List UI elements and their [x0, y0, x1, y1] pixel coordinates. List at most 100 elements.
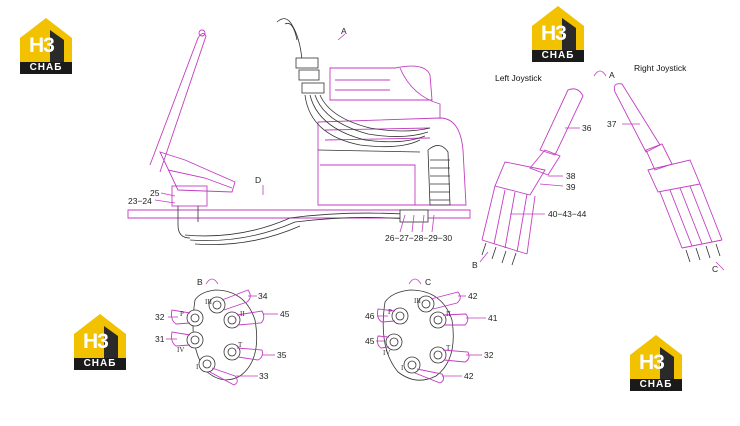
pedal	[159, 151, 236, 193]
lead-25	[160, 192, 176, 197]
callout-b31: 31	[155, 334, 165, 344]
view-b-plate	[166, 289, 278, 386]
logo-name: CHAБ	[74, 358, 126, 370]
callout-36: 36	[582, 123, 592, 133]
callout-c45: 45	[365, 336, 375, 346]
view-c-outline	[382, 289, 454, 381]
view-c-title: C	[425, 277, 431, 287]
view-label-a-joystick: A	[609, 70, 615, 80]
logo-house-icon	[74, 314, 126, 358]
logo-mark: H3	[83, 330, 109, 353]
callout-38: 38	[566, 171, 576, 181]
left-joystick-bottom	[481, 239, 528, 255]
view-b-port-i	[198, 355, 238, 386]
right-joystick-boot	[645, 143, 673, 171]
view-b-port-iii	[208, 289, 251, 314]
left-joystick-flange	[494, 161, 546, 196]
view-c-port-iii	[417, 291, 461, 313]
seat-cabinet	[317, 117, 467, 206]
lead-26-30	[399, 214, 435, 233]
logo-name: CHAБ	[630, 379, 682, 391]
pedal-line	[167, 169, 233, 189]
watermark-logo-top-left: H3 CHAБ	[20, 18, 76, 74]
view-label-c-joystick: C	[712, 264, 718, 274]
view-c-port-p	[377, 307, 409, 325]
view-c-port-t	[429, 346, 470, 364]
hose-3	[314, 94, 429, 137]
logo-mark: H3	[639, 351, 665, 374]
right-joystick	[613, 83, 725, 271]
hose-5	[317, 149, 421, 153]
view-b-label-iv: IV	[177, 346, 184, 354]
floor-hose-1	[184, 212, 421, 237]
bellows	[427, 145, 451, 206]
right-joystick-flange	[647, 159, 701, 193]
harness-strand	[284, 22, 298, 41]
logo-house-icon	[532, 6, 584, 50]
cabinet-panel	[320, 164, 416, 205]
view-b-title: B	[197, 277, 203, 287]
view-b-port-p	[171, 309, 204, 327]
right-joystick-title: Right Joystick	[634, 63, 687, 73]
logo-mark: H3	[541, 22, 567, 45]
view-a-arc	[593, 70, 607, 77]
pedal-base	[171, 185, 208, 207]
floor-hose-3	[194, 225, 301, 245]
view-b-label-i: I	[196, 363, 199, 371]
view-label-b-joystick: B	[472, 260, 478, 270]
floor-hose-2	[189, 217, 421, 241]
cab-assembly	[127, 18, 471, 245]
connector-3	[301, 82, 325, 94]
floor-plate	[127, 209, 471, 219]
view-c-port-i	[403, 356, 445, 384]
callout-c41: 41	[488, 313, 498, 323]
hose-1	[304, 94, 421, 148]
lead-b-left	[479, 251, 489, 263]
view-c-label-ii: II	[446, 310, 451, 318]
seat-lines	[335, 79, 390, 91]
view-b-label-iii: III	[205, 298, 213, 306]
view-label-d: D	[255, 175, 261, 185]
view-c-port-ii	[429, 311, 469, 329]
seat-back	[399, 67, 441, 118]
harness-top	[276, 18, 303, 61]
callout-23-24: 23−24	[128, 196, 152, 206]
callout-25: 25	[150, 188, 160, 198]
callout-c32: 32	[484, 350, 494, 360]
logo-house-icon	[20, 18, 72, 62]
right-joystick-bottom	[681, 239, 723, 249]
view-c-label-iii: III	[414, 297, 422, 305]
pedal-hoses	[177, 206, 199, 239]
control-lever	[149, 33, 207, 173]
right-joystick-ports	[685, 243, 721, 263]
view-b-label-p: P	[180, 310, 184, 318]
lead-c-right	[715, 261, 725, 271]
callout-40-44: 40−43−44	[548, 209, 587, 219]
callout-c42a: 42	[468, 291, 478, 301]
view-c-label-iv: IV	[383, 349, 390, 357]
callout-b34: 34	[258, 291, 268, 301]
logo-name: CHAБ	[532, 50, 584, 62]
callout-b32: 32	[155, 312, 165, 322]
view-c-label-t: T	[446, 344, 451, 352]
lever-knob	[198, 29, 206, 37]
seat-top	[329, 65, 433, 101]
view-c-label-i: I	[401, 364, 404, 372]
logo-name: CHAБ	[20, 62, 72, 74]
callout-b35: 35	[277, 350, 287, 360]
callout-b33: 33	[259, 371, 269, 381]
view-b-label-ii: II	[240, 310, 245, 318]
callout-c46: 46	[365, 311, 375, 321]
right-joystick-body	[659, 183, 723, 249]
lead-23-24	[154, 199, 176, 204]
logo-mark: H3	[29, 34, 55, 57]
callout-37: 37	[607, 119, 617, 129]
callout-26-30: 26−27−28−29−30	[385, 233, 452, 243]
left-joystick-body	[481, 185, 536, 255]
callout-39: 39	[566, 182, 576, 192]
view-c-arc	[408, 278, 422, 285]
view-b-port-ii	[223, 310, 265, 329]
right-joystick-handle	[613, 83, 661, 153]
